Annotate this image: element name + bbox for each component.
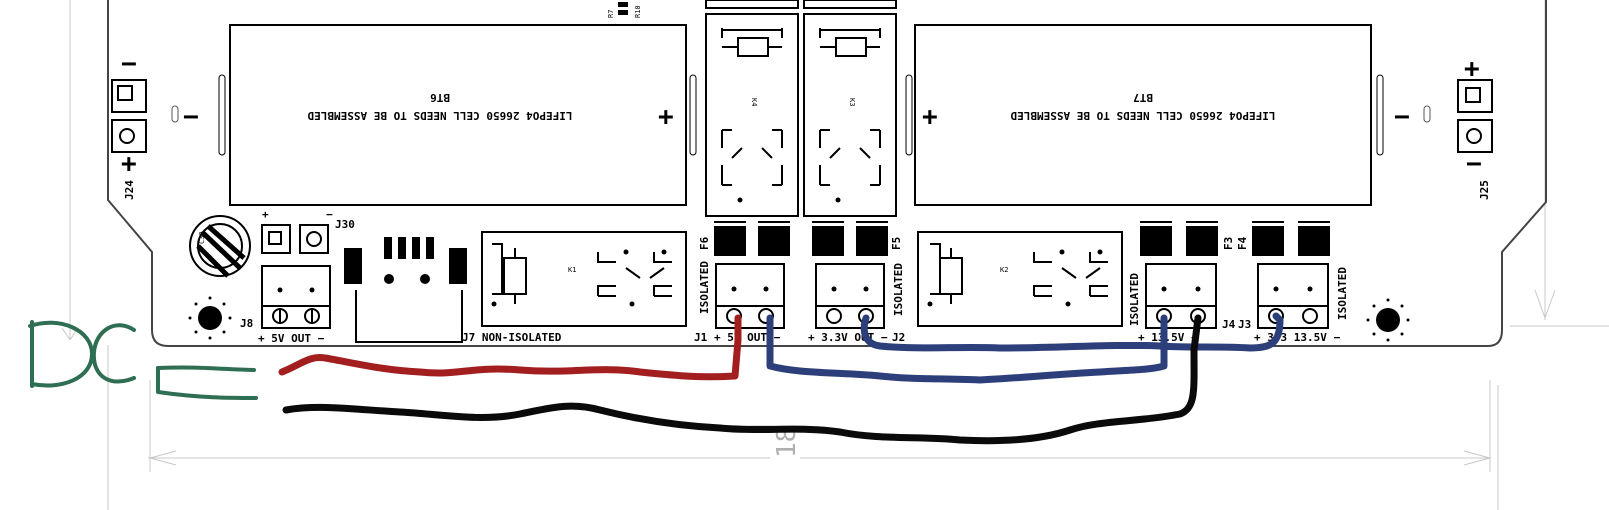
svg-text:+ 5V OUT −: + 5V OUT −: [258, 332, 325, 345]
svg-text:R10: R10: [634, 5, 642, 18]
svg-text:F3: F3: [1222, 237, 1235, 250]
terminal-j8: J8 + 5V OUT −: [240, 265, 331, 345]
regulator-j7: J7 NON-ISOLATED: [344, 237, 562, 344]
resistor-r7-r10: R7 R10: [607, 2, 642, 18]
capacitor-c30: C30: [189, 215, 251, 278]
relay-k1: K1: [481, 231, 687, 327]
svg-text:J2: J2: [892, 331, 905, 344]
svg-text:K2: K2: [1000, 266, 1008, 274]
wire-positive: [278, 314, 742, 381]
svg-text:R7: R7: [607, 10, 615, 18]
svg-text:C30: C30: [198, 231, 206, 244]
svg-text:F5: F5: [890, 237, 903, 250]
wire-signal-j2-j3: [860, 312, 1284, 352]
svg-text:K1: K1: [568, 266, 576, 274]
svg-text:ISOLATED: ISOLATED: [698, 261, 711, 314]
svg-text:−: −: [183, 102, 199, 132]
svg-text:+: +: [121, 149, 137, 179]
svg-text:J3: J3: [1238, 318, 1251, 331]
dc-label-text: DC: [0, 0, 2, 1]
battery-holder-bt6: − + LIFEPO4 26650 CELL NEEDS TO BE ASSEM…: [183, 24, 697, 206]
svg-text:+: +: [262, 208, 269, 221]
svg-text:+ 3.3 13.5V −: + 3.3 13.5V −: [1254, 331, 1340, 344]
svg-text:J7 NON-ISOLATED: J7 NON-ISOLATED: [462, 331, 562, 344]
header-j24: − + J24: [111, 49, 179, 200]
svg-text:F6: F6: [698, 236, 711, 250]
svg-text:ISOLATED: ISOLATED: [1336, 267, 1349, 320]
svg-text:−: −: [1394, 102, 1410, 132]
svg-text:+: +: [1464, 54, 1480, 84]
dc-annotation: [28, 320, 258, 400]
terminal-j3: ISOLATED J3 + 3.3 13.5V −: [1238, 263, 1349, 344]
svg-text:−: −: [1466, 149, 1482, 179]
terminal-j2: ISOLATED + 3.3V OUT − J2: [808, 263, 905, 344]
svg-text:J1: J1: [694, 331, 708, 344]
svg-text:+ 13.5V −: + 13.5V −: [1138, 331, 1198, 344]
svg-text:J30: J30: [335, 218, 355, 231]
fuse-f5: F5: [812, 221, 903, 256]
svg-text:LIFEPO4 26650 CELL NEEDS TO BE: LIFEPO4 26650 CELL NEEDS TO BE ASSEMBLED: [307, 109, 572, 122]
svg-text:+: +: [658, 102, 674, 132]
mounting-hole-left: [188, 296, 232, 340]
svg-text:F4: F4: [1236, 236, 1249, 250]
battery-holder-bt7: + − LIFEPO4 26650 CELL NEEDS TO BE ASSEM…: [905, 24, 1410, 206]
svg-text:LIFEPO4 26650 CELL NEEDS TO BE: LIFEPO4 26650 CELL NEEDS TO BE ASSEMBLED: [1010, 109, 1275, 122]
svg-text:K3: K3: [848, 98, 856, 106]
svg-text:BT6: BT6: [430, 91, 450, 104]
wire-signal-j1-j4: [766, 314, 1168, 384]
terminal-j1: ISOLATED J1 + 5V OUT −: [694, 261, 785, 344]
fuse-f6: F6: [698, 221, 790, 256]
svg-text:−: −: [121, 49, 137, 79]
svg-text:J4: J4: [1222, 318, 1236, 331]
mounting-hole-right: [1366, 298, 1410, 342]
svg-text:−: −: [326, 208, 333, 221]
header-j30: + − J30: [261, 208, 355, 254]
fuse-f3: F3: [1140, 221, 1235, 256]
svg-text:+: +: [922, 102, 938, 132]
svg-text:ISOLATED: ISOLATED: [1128, 273, 1141, 326]
svg-text:K4: K4: [750, 98, 758, 106]
svg-text:J24: J24: [123, 180, 136, 200]
svg-text:ISOLATED: ISOLATED: [892, 263, 905, 316]
fuse-f4: F4: [1236, 221, 1330, 256]
header-j25: + − J25: [1423, 54, 1493, 200]
svg-text:J8: J8: [240, 317, 253, 330]
svg-text:J25: J25: [1478, 180, 1491, 200]
relay-k2: K2: [917, 231, 1123, 327]
svg-text:BT7: BT7: [1133, 91, 1153, 104]
board-outline: [107, 0, 1547, 347]
relay-k4: K4: [705, 0, 799, 217]
terminal-j4: ISOLATED J4 + 13.5V −: [1128, 263, 1236, 344]
wire-negative: [282, 314, 1202, 445]
svg-text:+ 5V OUT −: + 5V OUT −: [714, 331, 781, 344]
relay-k3: K3: [803, 0, 897, 217]
